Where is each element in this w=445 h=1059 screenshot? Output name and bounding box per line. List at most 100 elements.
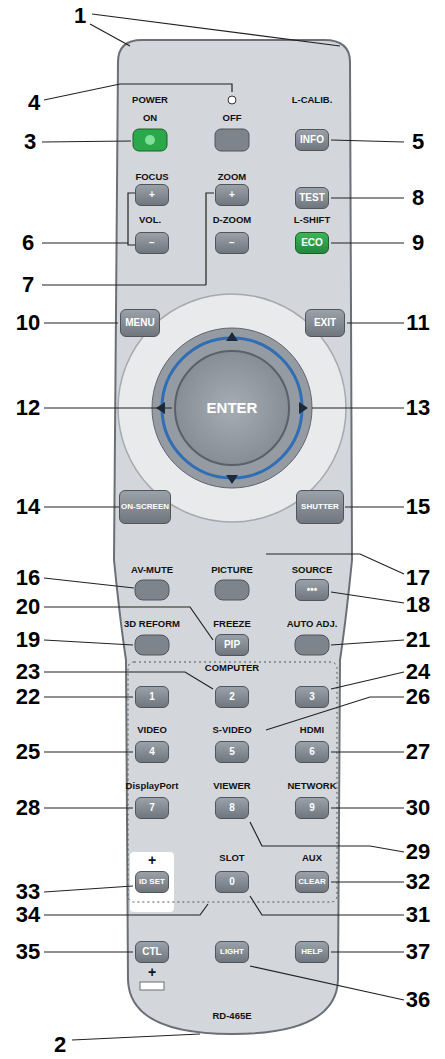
remote-button: 0 [215, 871, 249, 893]
button-text: ENTER [207, 400, 258, 416]
button-label: COMPUTER [205, 663, 259, 673]
power-dot [145, 135, 155, 145]
callout-number: 11 [406, 312, 429, 334]
button-label: S-VIDEO [212, 725, 251, 735]
remote-button: 2 [215, 686, 249, 708]
button-text: 4 [149, 747, 155, 758]
battery-mark [140, 982, 164, 990]
button-label: + [148, 853, 156, 867]
remote-button: ••• [295, 579, 329, 601]
button-label: POWER [132, 95, 168, 105]
callout-number: 14 [16, 496, 40, 518]
button-text: + [149, 190, 155, 201]
button-text: CTL [142, 947, 161, 958]
remote-button: SHUTTER [296, 490, 344, 524]
remote-body [114, 40, 352, 1034]
callout-number: 31 [406, 904, 430, 926]
callout-number: 29 [406, 841, 430, 863]
button-text: EXIT [314, 318, 336, 329]
indicator-led [228, 96, 236, 104]
callout-number: 34 [16, 904, 40, 926]
button-label: AUTO ADJ. [287, 619, 338, 629]
callout-number: 4 [28, 92, 40, 114]
remote-button: CTL [135, 941, 169, 963]
remote-button: 6 [295, 741, 329, 763]
callout-number: 1 [74, 5, 86, 27]
button-label: RD-465E [212, 1011, 251, 1021]
remote-button: 5 [215, 741, 249, 763]
callout-number: 37 [406, 941, 430, 963]
callout-number: 3 [24, 131, 36, 153]
button-text: ••• [307, 585, 318, 596]
button-text: 2 [229, 692, 235, 703]
remote-button: ON-SCREEN [119, 490, 171, 524]
callout-number: 21 [406, 629, 430, 651]
button-label: AV-MUTE [131, 565, 173, 575]
remote-button: CLEAR [295, 871, 329, 893]
remote-button: EXIT [305, 309, 345, 337]
av-mute-button [135, 580, 169, 600]
remote-button: 8 [215, 797, 249, 819]
callout-number: 13 [406, 397, 430, 419]
callout-number: 15 [406, 496, 430, 518]
button-text: CLEAR [298, 878, 326, 886]
button-label: 3D REFORM [124, 619, 180, 629]
button-label: OFF [223, 113, 242, 123]
callout-number: 18 [406, 594, 430, 616]
callout-number: 23 [16, 661, 40, 683]
callout-number: 7 [22, 274, 34, 296]
button-text: ECO [301, 238, 323, 249]
remote-button: − [215, 232, 249, 254]
button-text: MENU [125, 318, 154, 329]
id-panel [130, 852, 174, 912]
callout-number: 17 [406, 567, 430, 589]
remote-button: 1 [135, 686, 169, 708]
remote-button: ECO [295, 232, 329, 254]
callout-number: 10 [16, 312, 40, 334]
callout-number: 27 [406, 741, 430, 763]
remote-button: 7 [135, 797, 169, 819]
callout-number: 32 [406, 871, 430, 893]
button-label: VIDEO [137, 725, 167, 735]
remote-button: 4 [135, 741, 169, 763]
callout-number: 12 [16, 397, 40, 419]
button-label: VOL. [139, 215, 161, 225]
callout-number: 9 [412, 232, 424, 254]
arrow-circle [162, 338, 302, 478]
button-text: PIP [224, 640, 240, 651]
remote-button: INFO [295, 129, 329, 151]
callout-number: 28 [16, 797, 40, 819]
power-off-button [215, 129, 249, 151]
button-label: L-CALIB. [292, 95, 333, 105]
button-text: − [149, 238, 155, 249]
callout-number: 19 [16, 629, 40, 651]
enter-button: ENTER [174, 350, 290, 466]
remote-button: HELP [295, 941, 329, 963]
button-label: D-ZOOM [213, 215, 252, 225]
callout-number: 2 [54, 1034, 66, 1056]
button-label: + [148, 965, 156, 979]
button-text: SHUTTER [301, 503, 339, 511]
button-text: TEST [299, 193, 325, 204]
remote-button: + [215, 184, 249, 206]
button-text: 1 [149, 692, 155, 703]
callout-number: 33 [16, 881, 40, 903]
callout-number: 25 [16, 741, 40, 763]
button-text: ON-SCREEN [121, 503, 169, 511]
auto-adj-button [295, 635, 329, 655]
remote-button: + [135, 184, 169, 206]
callout-number: 5 [412, 131, 424, 153]
power-on-button [133, 129, 167, 151]
button-text: HELP [301, 948, 322, 956]
button-label: FREEZE [213, 619, 250, 629]
button-label: PICTURE [211, 565, 253, 575]
button-text: 9 [309, 803, 315, 814]
remote-button: ID SET [135, 871, 169, 893]
button-text: 3 [309, 692, 315, 703]
callout-number: 36 [406, 989, 430, 1011]
button-text: 8 [229, 803, 235, 814]
remote-button: LIGHT [215, 941, 249, 963]
button-label: ZOOM [218, 172, 247, 182]
button-text: LIGHT [220, 948, 244, 956]
